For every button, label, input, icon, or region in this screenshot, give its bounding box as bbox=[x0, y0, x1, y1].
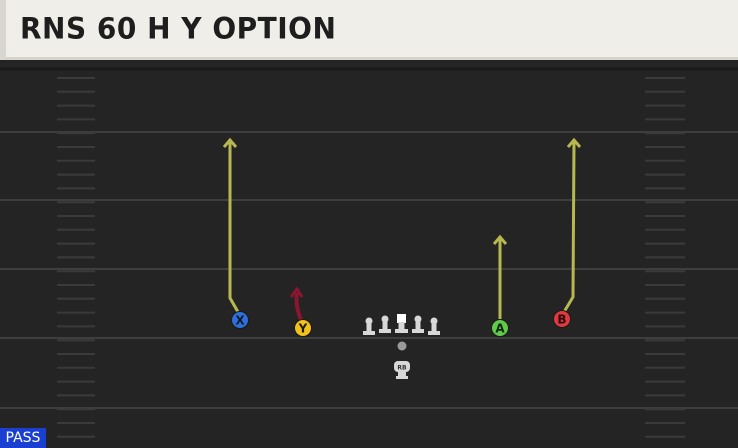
play-header: RNS 60 H Y OPTION bbox=[0, 0, 738, 60]
offensive-line: RB bbox=[363, 314, 440, 379]
lineman-rt bbox=[428, 317, 440, 335]
header-accent-bar bbox=[0, 0, 6, 60]
svg-text:B: B bbox=[557, 313, 566, 327]
svg-text:RB: RB bbox=[397, 365, 407, 372]
svg-text:Y: Y bbox=[298, 322, 308, 336]
a-route-arrowhead bbox=[492, 234, 508, 245]
y-route bbox=[294, 292, 303, 321]
lineman-center bbox=[395, 314, 408, 333]
play-diagram: RB X Y A B bbox=[0, 67, 738, 438]
player-a: A bbox=[491, 319, 509, 337]
left-hash-marks bbox=[57, 77, 95, 438]
b-route-arrowhead bbox=[566, 137, 582, 148]
x-route-arrowhead bbox=[222, 137, 238, 148]
player-x: X bbox=[231, 311, 249, 329]
play-title: RNS 60 H Y OPTION bbox=[20, 11, 337, 46]
svg-text:X: X bbox=[235, 314, 245, 328]
lineman-lt bbox=[363, 317, 375, 335]
y-route-arrowhead bbox=[289, 286, 304, 298]
play-field: RB X Y A B bbox=[0, 63, 738, 448]
player-b: B bbox=[553, 310, 571, 328]
lineman-rg bbox=[412, 315, 424, 333]
player-y: Y bbox=[294, 319, 312, 337]
play-type-badge: PASS bbox=[0, 428, 46, 448]
b-route bbox=[562, 141, 576, 313]
svg-text:A: A bbox=[495, 322, 505, 336]
yard-lines bbox=[0, 67, 738, 409]
right-hash-marks bbox=[645, 77, 685, 438]
quarterback bbox=[397, 341, 407, 351]
lineman-lg bbox=[379, 315, 391, 333]
x-route bbox=[228, 142, 240, 313]
routes bbox=[222, 137, 582, 321]
running-back: RB bbox=[394, 361, 410, 379]
